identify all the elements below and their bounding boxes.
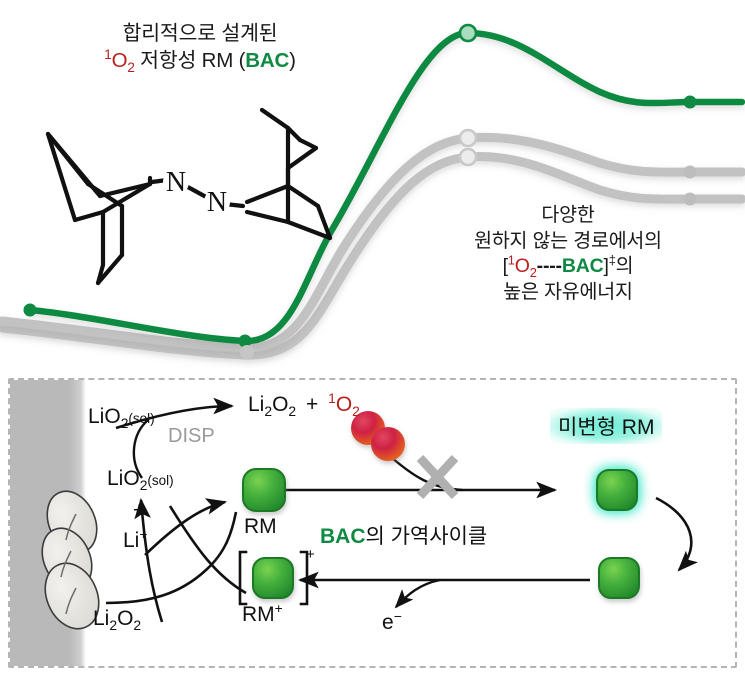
plus-sign-label: + (133, 499, 146, 522)
ts-dashes: ---- (536, 255, 562, 278)
ts-suffix: 의 (615, 255, 634, 278)
disp-label: DISP (168, 425, 215, 447)
gray1-transition-state-marker (458, 128, 478, 148)
caption-right-line2: 원하지 않는 경로에서의 (474, 229, 662, 252)
li2o2-product-label: Li2O2 + 1O2 (248, 390, 360, 420)
gray1-product-marker (683, 165, 697, 179)
bracket-open: [ (502, 255, 508, 278)
gray2-product-marker (683, 192, 697, 206)
caption-left-line2: 1O2 저항성 RM (BAC) (40, 47, 360, 74)
double-dagger-symbol: ‡ (608, 252, 616, 268)
caption-right-line4: 높은 자유에너지 (503, 281, 633, 304)
lio2-regeneration-arrow (134, 497, 164, 623)
unmodified-rm-cube (596, 469, 638, 511)
bac-name-inline: BAC (245, 49, 290, 73)
top-left-caption: 합리적으로 설계된 1O2 저항성 RM (BAC) (40, 20, 360, 74)
rm-label: RM (244, 515, 277, 538)
li2o2-oxidation-curve (105, 511, 238, 605)
green-curve-bac (26, 29, 745, 345)
lio2-feed-curve (132, 419, 149, 479)
reversible-cycle-label: BAC의 가역사이클 (320, 520, 487, 550)
blocked-reaction-x-icon (416, 454, 459, 500)
caption-right-line1: 다양한 (541, 204, 595, 226)
rm-cation-brackets (238, 550, 309, 606)
green-reactant-marker (23, 303, 37, 317)
bac-name-cycle: BAC (320, 525, 366, 548)
green-product-marker (683, 95, 697, 109)
rm-species-cube (242, 468, 286, 512)
gray-curve-1 (0, 132, 745, 353)
bac-molecule-structure (45, 107, 333, 286)
green-complex-marker (238, 334, 252, 348)
rm-cation-charge-superscript: + (306, 546, 315, 563)
mechanism-diagram (41, 397, 698, 630)
unmodified-rm-label: 미변형 RM (550, 408, 663, 444)
cycle-down-arrow (655, 496, 698, 572)
singlet-oxygen-label: 1O2 (104, 47, 135, 76)
caption-right-line3: [1O2----BAC]‡의 (418, 254, 718, 280)
rmplus-feed-curve (168, 505, 247, 595)
lithium-cation-label: Li+ (123, 526, 148, 552)
rm-regenerated-cube (598, 557, 640, 599)
singlet-oxygen-text-label: 1O2 (328, 390, 360, 420)
disp-arrow (115, 397, 235, 430)
gray-complex-marker (240, 345, 254, 359)
electron-transfer-arrow (394, 578, 441, 609)
gray-curve-2 (0, 152, 745, 360)
caption-left-mid: 저항성 RM ( (134, 49, 246, 73)
green-transition-state-marker (458, 23, 478, 43)
rm-cation-cube (252, 557, 294, 599)
electron-label: e− (382, 608, 402, 634)
rm-cation-label: RM+ (242, 600, 283, 626)
li2o2-deposit-particles (41, 490, 100, 630)
caption-left-close: ) (289, 49, 296, 73)
mechanism-panel: LiO2(sol) DISP Li2O2 + 1O2 LiO2(sol) + L… (8, 378, 737, 668)
caption-left-line1: 합리적으로 설계된 (122, 22, 278, 45)
gray2-transition-state-marker (458, 147, 478, 167)
nitrogen-label-right: N (207, 187, 227, 218)
singlet-oxygen-label-ts: 1O2 (507, 252, 537, 281)
singlet-oxygen-molecule (351, 411, 405, 461)
li2o2-solid-label: Li2O2 (93, 607, 142, 634)
nitrogen-label-left: N (166, 167, 186, 198)
lio2-sol-bottom-label: LiO2(sol) (107, 467, 174, 494)
rm-oxidation-arrow (144, 498, 228, 556)
bracket-close: ] (603, 255, 609, 278)
bac-name-ts: BAC (561, 255, 604, 278)
cycle-label-rest: 의 가역사이클 (365, 525, 488, 548)
lio2-sol-top-label: LiO2(sol) (88, 405, 155, 432)
top-right-caption: 다양한 원하지 않는 경로에서의 [1O2----BAC]‡의 높은 자유에너지 (418, 203, 718, 306)
energy-profile-chart: N N (0, 23, 745, 360)
energy-diagram-panel: N N 합리적으로 설계된 1O2 저항성 RM (BAC) 다양한 원하지 않… (0, 20, 745, 360)
